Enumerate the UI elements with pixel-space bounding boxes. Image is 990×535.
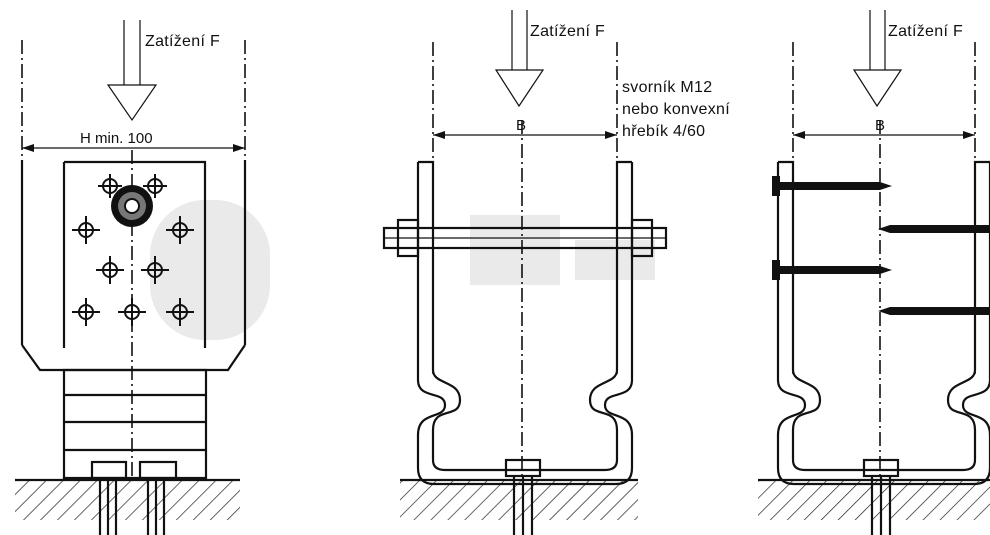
fastener-note-line-2: nebo konvexní — [622, 101, 730, 118]
load-label: Zatížení F — [888, 23, 963, 40]
dimension-label: H min. 100 — [80, 130, 153, 147]
load-arrow — [852, 10, 903, 108]
load-label: Zatížení F — [145, 33, 220, 50]
load-arrow — [494, 10, 545, 108]
dimension-line — [793, 131, 975, 139]
anchor-bolts — [90, 460, 178, 535]
through-bolt — [382, 218, 668, 258]
timber-post — [62, 368, 208, 480]
dimension-line — [433, 131, 617, 139]
u-bracket — [416, 160, 634, 486]
load-label: Zatížení F — [530, 23, 605, 40]
figure-middle: Zatížení F svorník M12 nebo konvexní hře… — [382, 10, 730, 535]
nails — [772, 176, 990, 315]
nail-holes — [72, 174, 194, 326]
dimension-line — [22, 144, 245, 152]
fastener-note-line-1: svorník M12 — [622, 79, 712, 96]
fastener-note-line-3: hřebík 4/60 — [622, 123, 705, 140]
ground-hatch — [400, 480, 638, 520]
ground-hatch — [15, 480, 240, 520]
figure-left: Zatížení F H min. 100 — [15, 20, 247, 535]
dimension-label: B — [516, 117, 526, 134]
u-bracket — [776, 160, 990, 486]
anchor-bolt — [504, 458, 542, 535]
anchor-bolt — [862, 458, 900, 535]
load-arrow — [106, 20, 158, 122]
ground-hatch — [758, 480, 990, 520]
bolt-head — [111, 185, 153, 227]
figure-right: Zatížení F B — [758, 10, 990, 535]
dimension-label: B — [875, 117, 885, 134]
